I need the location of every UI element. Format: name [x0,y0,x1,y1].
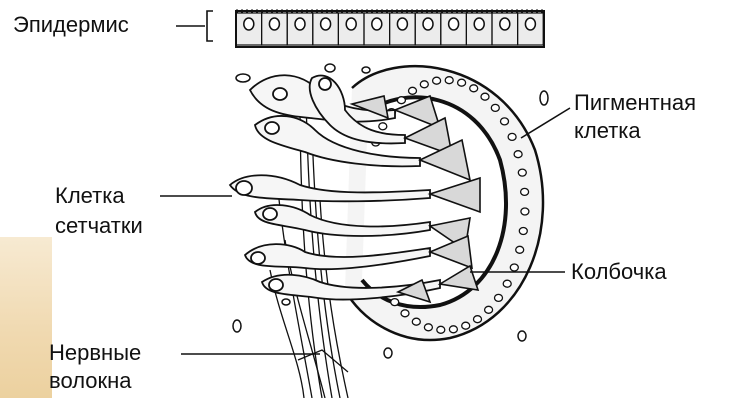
pigment-leader [521,108,570,138]
pigment-cell-nucleus [470,85,478,92]
pigment-cell-nucleus [449,326,457,333]
pigment-cell-nucleus [519,228,527,235]
label-epidermis: Эпидермис [13,12,129,38]
label-retina-cell-line2: сетчатки [55,213,143,239]
pigment-cell-nucleus [420,81,428,88]
epidermis-cell-nucleus [525,18,535,30]
pigment-cell-nucleus [433,77,441,84]
epidermis-layer [236,11,544,47]
pigment-cell-nucleus [424,324,432,331]
epidermis-cell-nucleus [346,18,356,30]
pigment-cell-nucleus [462,322,470,329]
pigment-cell-nucleus [401,310,409,317]
pigment-cell-nucleus [521,188,529,195]
epidermis-cell-nucleus [500,18,510,30]
pigment-cell-nucleus [495,294,503,301]
pigment-cell-nucleus [518,169,526,176]
epidermis-cell-nucleus [244,18,254,30]
pigment-cell-nucleus [503,280,511,287]
epidermis-cell-nucleus [474,18,484,30]
label-retina-cell-line1: Клетка [55,183,125,209]
pigment-cell-nucleus [485,306,493,313]
label-pigment-cell-line1: Пигментная [574,90,696,116]
pigment-cell-nucleus [397,97,405,104]
pigment-cell-nucleus [412,318,420,325]
pigment-cell-nucleus [379,123,387,130]
pigment-cell-nucleus [458,79,466,86]
epidermis-bracket [176,11,213,41]
epidermis-cell-nucleus [295,18,305,30]
pigment-cell-nucleus [437,326,445,333]
pigment-cell-nucleus [510,264,518,271]
pigment-cell-nucleus [516,246,524,253]
pigment-cell-nucleus [391,299,399,306]
pigment-cell-nucleus [501,118,509,125]
label-nerve-fibers-line1: Нервные [49,340,141,366]
label-pigment-cell-line2: клетка [574,118,641,144]
pigment-cell-nucleus [474,316,482,323]
pigment-cell-nucleus [514,151,522,158]
epidermis-cell-nucleus [372,18,382,30]
epidermis-cell-nucleus [449,18,459,30]
epidermis-cell-nucleus [423,18,433,30]
epidermis-cell-nucleus [269,18,279,30]
label-cone: Колбочка [571,259,667,285]
pigment-cell-nucleus [521,208,529,215]
pigment-cell-nucleus [508,133,516,140]
pigment-cell-nucleus [409,87,417,94]
epidermis-cell-nucleus [321,18,331,30]
epidermis-cell-nucleus [397,18,407,30]
pigment-cell-nucleus [481,93,489,100]
pigment-cell-nucleus [445,77,453,84]
label-nerve-fibers-line2: волокна [49,368,132,394]
pigment-cell-nucleus [491,104,499,111]
